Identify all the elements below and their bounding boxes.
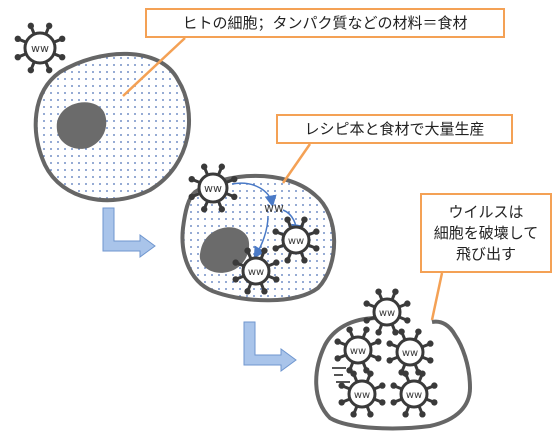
- down-right-arrow-icon: [102, 207, 156, 258]
- human-cell-1: [33, 51, 191, 203]
- virus-icon: ww: [363, 288, 411, 336]
- callout-virus-burst: ウイルスは 細胞を破壊して 飛び出す: [420, 193, 552, 273]
- virus-icon: ww: [386, 328, 434, 376]
- callout-virus-burst-line-3: 飛び出す: [455, 245, 516, 263]
- virus-label: ww: [248, 267, 264, 278]
- virus-icon: ww: [272, 216, 320, 264]
- virus-label: ww: [354, 390, 370, 401]
- connector-2: [281, 143, 312, 184]
- virus-icon: ww: [14, 22, 66, 74]
- callout-human-cell: ヒトの細胞；タンパク質などの材料＝食材: [145, 8, 505, 38]
- virus-label: ww: [288, 236, 304, 247]
- callout-virus-burst-line-2: 細胞を破壊して: [433, 224, 539, 242]
- virus-icon: ww: [188, 163, 238, 213]
- virus-icon: ww: [334, 326, 382, 374]
- connector-1: [122, 37, 186, 97]
- viral-rna-label: ww: [264, 201, 284, 215]
- callout-virus-burst-line-1: ウイルスは: [448, 203, 524, 221]
- virus-label: ww: [406, 390, 422, 401]
- burst-cell-3: [314, 316, 473, 431]
- virus-label: ww: [379, 308, 395, 319]
- replication-arrow-1: [231, 182, 277, 208]
- virus-icon: ww: [232, 247, 280, 295]
- virus-icon: ww: [338, 370, 386, 418]
- callout-recipe-book-text: レシピ本と食材で大量生産: [304, 120, 485, 138]
- down-right-arrow-icon: [243, 321, 297, 372]
- virus-icon: ww: [390, 370, 438, 418]
- callout-human-cell-text: ヒトの細胞；タンパク質などの材料＝食材: [182, 14, 468, 32]
- replication-arrow-3: [253, 215, 269, 259]
- virus-label: ww: [350, 346, 366, 357]
- connector-3: [430, 272, 444, 321]
- virus-label: ww: [402, 348, 418, 359]
- virus-layer: ww ww ww ww ww ww ww ww ww ww: [14, 22, 438, 418]
- debris-lines: [332, 367, 350, 383]
- virus-label: ww: [31, 42, 49, 55]
- nucleus-1: [56, 102, 107, 149]
- virus-label: ww: [204, 182, 222, 195]
- callout-recipe-book: レシピ本と食材で大量生産: [276, 114, 513, 144]
